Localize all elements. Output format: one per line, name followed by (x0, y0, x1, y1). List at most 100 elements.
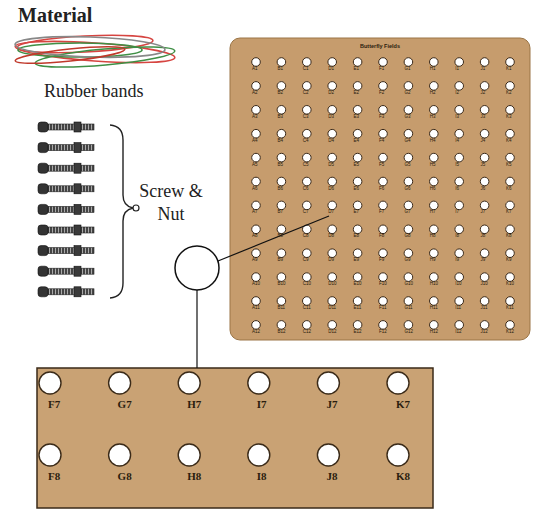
hole-label: D6 (328, 187, 334, 192)
hole-label: F1 (379, 67, 384, 72)
zoom-panel (37, 368, 433, 508)
hole (430, 153, 439, 162)
hole (480, 321, 489, 330)
hole-label: A2 (252, 91, 258, 96)
hole-label: I4 (455, 139, 459, 144)
hole (455, 106, 464, 115)
hole (303, 106, 312, 115)
hole (252, 225, 261, 234)
hole-label: G7 (118, 399, 132, 410)
hole-label: G9 (404, 258, 410, 263)
hole (248, 372, 270, 394)
hole-label: B5 (277, 163, 283, 168)
hole (328, 321, 337, 330)
hole-label: B3 (277, 115, 283, 120)
hole-label: B11 (277, 306, 285, 311)
hole-label: I8 (257, 471, 267, 482)
hole (404, 58, 413, 67)
hole-label: E8 (354, 234, 360, 239)
hole-label: G1 (404, 67, 410, 72)
hole (303, 129, 312, 138)
hole (328, 106, 337, 115)
hole-label: C9 (303, 258, 309, 263)
hole (277, 273, 286, 282)
hole (303, 297, 312, 306)
hole (480, 225, 489, 234)
hole-label: E7 (354, 210, 360, 215)
hole-label: D1 (328, 67, 334, 72)
hole-label: I1 (455, 67, 459, 72)
hole (328, 273, 337, 282)
hole (353, 153, 362, 162)
hole (328, 201, 337, 210)
hole-label: A7 (252, 210, 258, 215)
hole-label: E5 (354, 163, 360, 168)
hole-label: K7 (506, 210, 512, 215)
hole-label: C2 (303, 91, 309, 96)
hole-label: A9 (252, 258, 258, 263)
hole (353, 273, 362, 282)
hole-label: I7 (455, 210, 459, 215)
hole (277, 82, 286, 91)
hole-label: A10 (252, 282, 260, 287)
hole (404, 321, 413, 330)
hole-label: J11 (481, 306, 488, 311)
hole (430, 129, 439, 138)
hole (252, 177, 261, 186)
hole (506, 273, 515, 282)
hole-label: G8 (404, 234, 410, 239)
hole-label: K4 (506, 139, 512, 144)
hole-label: D3 (328, 115, 334, 120)
hole-label: C10 (303, 282, 311, 287)
pegboard (230, 38, 530, 340)
leader-line (218, 216, 329, 261)
hole-label: A6 (252, 187, 258, 192)
hole-label: F8 (48, 471, 60, 482)
hole-label: H7 (430, 210, 436, 215)
hole (506, 297, 515, 306)
hole (455, 58, 464, 67)
hole (277, 225, 286, 234)
hole (379, 129, 388, 138)
hole (353, 297, 362, 306)
hole (480, 153, 489, 162)
hole-label: K3 (506, 115, 512, 120)
hole (387, 444, 409, 466)
hole (455, 273, 464, 282)
hole (277, 177, 286, 186)
hole (455, 321, 464, 330)
hole (353, 321, 362, 330)
hole (328, 225, 337, 234)
hole-label: B4 (277, 139, 283, 144)
hole-label: F6 (379, 187, 384, 192)
hole (430, 297, 439, 306)
hole-label: H11 (430, 306, 438, 311)
hole-label: B10 (277, 282, 285, 287)
hole (404, 273, 413, 282)
hole-label: G7 (404, 210, 410, 215)
hole-label: H8 (430, 234, 436, 239)
hole (303, 58, 312, 67)
hole-label: C8 (303, 234, 309, 239)
hole-label: K10 (506, 282, 514, 287)
hole-label: I10 (455, 282, 461, 287)
hole (252, 273, 261, 282)
hole (480, 273, 489, 282)
hole (506, 153, 515, 162)
screw-and-nut (38, 122, 94, 297)
hole-label: K8 (396, 471, 410, 482)
hole (404, 129, 413, 138)
hole (455, 201, 464, 210)
part-label: Screw & Nut (132, 180, 210, 227)
hole-label: I8 (455, 234, 459, 239)
hole-label: E9 (354, 258, 360, 263)
hole-label: G3 (404, 115, 410, 120)
part-label: Rubber bands (44, 80, 143, 103)
hole (248, 444, 270, 466)
hole (252, 106, 261, 115)
hole (480, 201, 489, 210)
hole (317, 444, 339, 466)
hole-label: G6 (404, 187, 410, 192)
hole-label: J12 (481, 330, 488, 335)
hole-label: A4 (252, 139, 258, 144)
